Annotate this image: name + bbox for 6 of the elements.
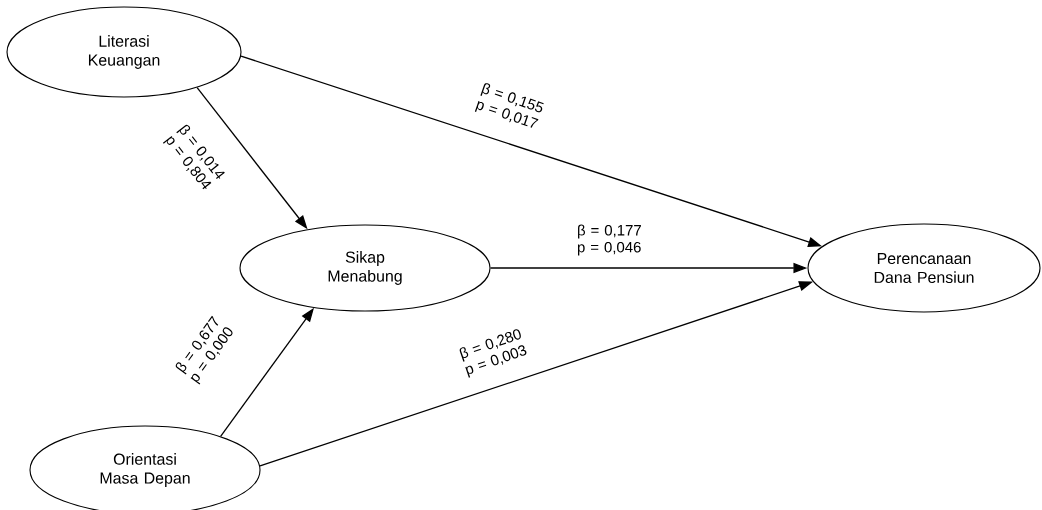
edge-label: β = 0,177 p = 0,046: [576, 223, 648, 257]
edge-label: β = 0,280 p = 0,003: [456, 324, 536, 380]
ellipse-node: Literasi Keuangan: [6, 6, 242, 98]
edge-label: β = 0,155 p = 0,017: [472, 80, 552, 136]
ellipse-node: Perencanaan Dana Pensiun: [807, 223, 1041, 313]
ellipse-node: Sikap Menabung: [239, 224, 491, 312]
